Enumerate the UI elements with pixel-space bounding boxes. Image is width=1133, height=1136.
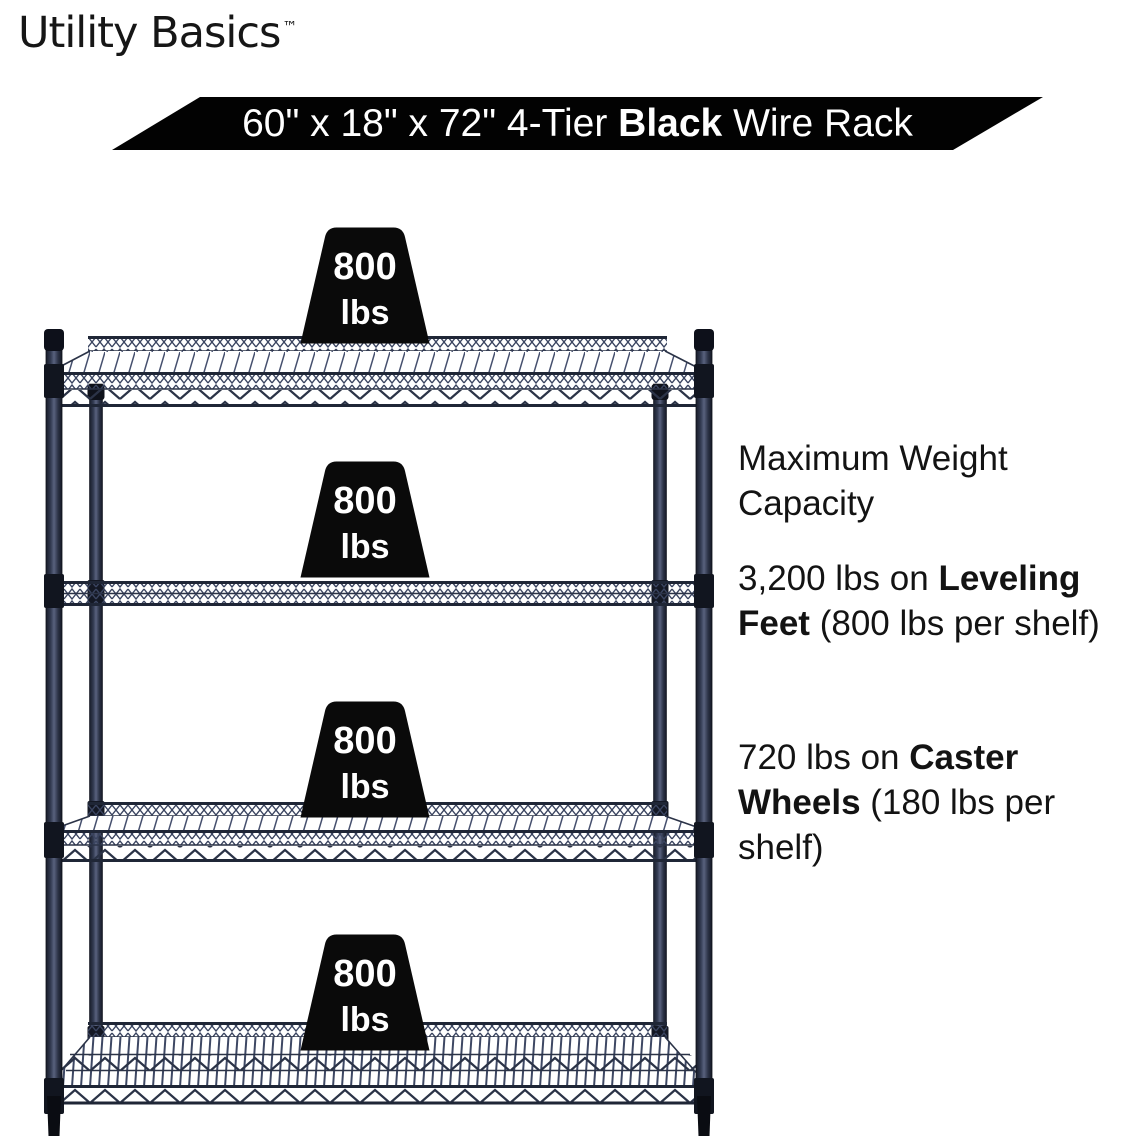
weight-badge-shape [300,227,430,344]
shelf-2 [46,581,712,606]
brand-name: Utility Basics [18,8,281,58]
svg-text:800: 800 [333,480,396,522]
svg-text:800: 800 [333,246,396,288]
trademark-symbol: ™ [282,17,298,36]
shelf-4 [46,1022,712,1105]
rack-post-back-right [651,383,669,1061]
svg-text:lbs: lbs [340,1001,389,1039]
weight-badge-shape [300,461,430,578]
leveling-foot-left [47,1096,61,1136]
shelf-capacity-badge-4: 800 lbs [300,934,430,1051]
product-title-banner: 60" x 18" x 72" 4-Tier Black Wire Rack [112,97,1043,150]
banner-color-text: Black [618,102,723,145]
shelf-capacity-badge-2: 800 lbs [300,461,430,578]
capacity-info: Maximum Weight Capacity 3,200 lbs on Lev… [738,436,1133,916]
capacity-heading: Maximum Weight Capacity [738,439,1008,523]
shelf-capacity-badge-3: 800 lbs [300,701,430,818]
rack-post-front-right [694,329,714,1136]
svg-text:lbs: lbs [340,528,389,566]
rack-post-back-left [87,383,105,1061]
shelf-3 [46,802,712,862]
svg-text:lbs: lbs [340,768,389,806]
svg-text:lbs: lbs [340,294,389,332]
capacity-caster-wheels: 720 lbs on Caster Wheels (180 lbs per sh… [738,738,1056,867]
svg-text:800: 800 [333,953,396,995]
svg-text:800: 800 [333,720,396,762]
weight-badge-shape [300,934,430,1051]
capacity-leveling-feet: 3,200 lbs on Leveling Feet (800 lbs per … [738,559,1100,643]
rack-post-front-left [44,329,64,1136]
leveling-foot-right [697,1096,711,1136]
shelf-capacity-badge-1: 800 lbs [300,227,430,344]
banner-product-text: Wire Rack [722,102,913,145]
banner-dimensions-text: 60" x 18" x 72" 4-Tier [242,102,619,145]
weight-badge-shape [300,701,430,818]
shelf-1 [46,336,712,407]
